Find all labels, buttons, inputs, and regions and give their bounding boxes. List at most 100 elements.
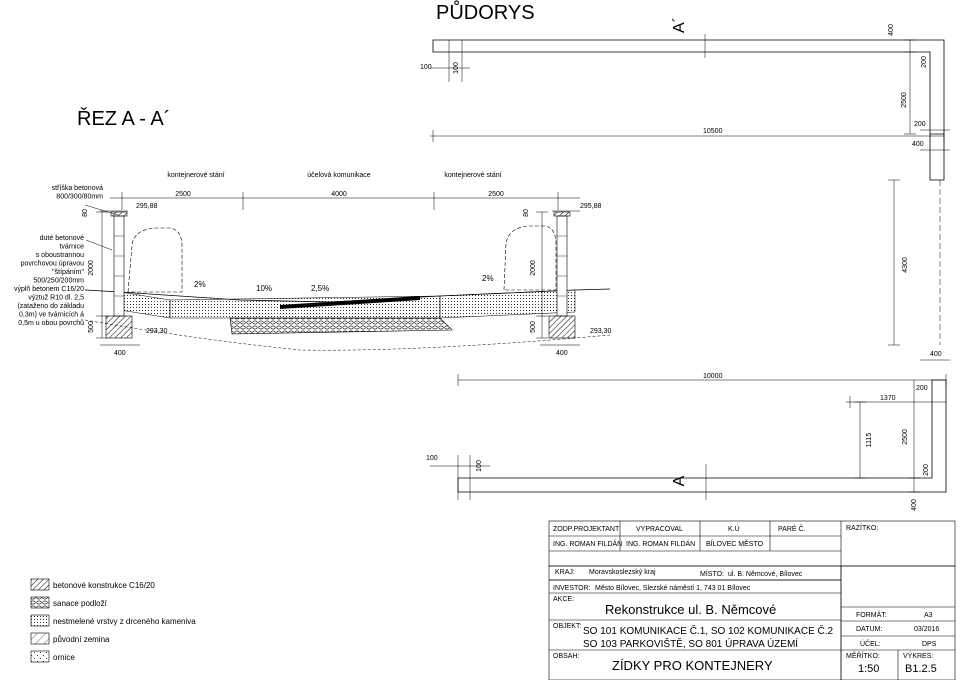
tb-vypracoval-label: VYPRACOVAL <box>636 526 683 533</box>
tb-kraj-value: Moravskoslezský kraj <box>589 569 656 576</box>
legend-swatch <box>30 596 50 609</box>
section-vertical-dims <box>96 211 580 346</box>
dim-plan-1115: 1115 <box>866 433 873 448</box>
tb-investor-value: Město Bílovec, Slezské náměstí 1, 743 01… <box>595 585 751 592</box>
dim-plan-2500-lower: 2500 <box>902 429 909 445</box>
section-marker-top: A´ <box>671 17 688 33</box>
dim-plan-1370: 1370 <box>880 395 896 402</box>
tb-meritko-label: MĚŘÍTKO: <box>846 651 880 660</box>
tb-datum-label: DATUM: <box>856 626 882 633</box>
section-ground-layers <box>84 288 611 351</box>
legend-label: nestmelené vrstvy z drceného kameniva <box>53 617 196 626</box>
section-wall-left <box>105 211 133 339</box>
dim-section-2000-right: 2000 <box>530 260 537 276</box>
tb-obsah-value: ZÍDKY PRO KONTEJNERY <box>612 658 773 673</box>
tb-razitko-label: RAZÍTKO: <box>846 523 878 532</box>
tb-ku-value: BÍLOVEC MĚSTO <box>706 539 764 548</box>
legend-label: sanace podloží <box>53 599 108 608</box>
tb-vypracoval-value: ING. ROMAN FILDÁN <box>626 539 695 548</box>
dim-section-2000-left: 2000 <box>88 260 95 276</box>
tb-kraj-label: KRAJ: <box>555 569 575 576</box>
dim-plan-100-d: 100 <box>476 460 483 472</box>
title-block-text: ZODP.PROJEKTANT VYPRACOVAL K.Ú PARÉ Č. R… <box>553 523 939 675</box>
tb-vykres-value: B1.2.5 <box>905 663 937 675</box>
dim-section-500-left: 500 <box>88 321 95 333</box>
tb-objekt-value-2: SO 103 PARKOVIŠTĚ, SO 801 ÚPRAVA ÚZEMÍ <box>583 637 798 650</box>
dim-plan-200-mid: 200 <box>914 121 926 128</box>
tb-zodp-value: ING. ROMAN FILDÁN <box>553 539 622 548</box>
dim-section-293-right: 293,30 <box>590 328 612 335</box>
legend-swatch <box>30 578 50 591</box>
dim-section-295-right: 295,88 <box>580 203 602 210</box>
tb-vykres-label: VÝKRES: <box>903 651 933 660</box>
section-dimension-chain <box>100 192 580 212</box>
dim-plan-400-bottom: 400 <box>911 499 918 511</box>
tb-zodp-label: ZODP.PROJEKTANT <box>553 526 620 533</box>
dim-section-500-right: 500 <box>530 321 537 333</box>
tb-pare-label: PARÉ Č. <box>778 524 806 533</box>
legend-label: betonové konstrukce C16/20 <box>53 581 155 590</box>
dim-section-80-left: 80 <box>82 209 89 217</box>
dim-plan-400-mid: 400 <box>912 141 924 148</box>
dim-plan-100-b: 100 <box>453 62 460 74</box>
tb-format-value: A3 <box>924 612 933 619</box>
dim-section-400-right: 400 <box>556 350 568 357</box>
tb-misto-value: ul. B. Němcové, Bílovec <box>728 571 803 578</box>
legend-label: ornice <box>53 653 75 662</box>
slope-10: 10% <box>256 284 272 293</box>
tb-akce-value: Rekonstrukce ul. B. Němcové <box>605 602 776 617</box>
slope-2-right: 2% <box>482 274 494 283</box>
legend-swatch <box>30 632 50 645</box>
legend-swatch <box>30 650 50 663</box>
label-parking-left: kontejnerové stání <box>167 172 224 179</box>
dim-section-293-left: 293,30 <box>146 328 168 335</box>
section-wall-right <box>548 211 576 339</box>
dim-plan-400-lower: 400 <box>930 351 942 358</box>
tb-datum-value: 03/2016 <box>914 626 939 633</box>
legend-swatch <box>30 614 50 627</box>
label-road: účelová komunikace <box>307 172 371 179</box>
slope-25: 2,5% <box>311 284 329 293</box>
dim-section-2500-left: 2500 <box>175 191 191 198</box>
dim-plan-2500-upper: 2500 <box>901 92 908 108</box>
plan-wall-upper <box>432 39 945 181</box>
tb-akce-label: AKCE: <box>553 596 574 603</box>
dim-plan-4300: 4300 <box>902 257 909 273</box>
title-block <box>548 520 956 680</box>
dim-plan-200-top-right: 200 <box>921 56 928 68</box>
tb-obsah-label: OBSAH: <box>553 653 580 660</box>
dim-plan-200-bottom: 200 <box>923 464 930 476</box>
slope-2-left: 2% <box>194 280 206 289</box>
dim-section-400-left: 400 <box>114 350 126 357</box>
dim-plan-100-c: 100 <box>426 455 438 462</box>
dim-plan-10000: 10000 <box>703 373 723 380</box>
plan-dimensions-upper <box>430 39 950 346</box>
dim-section-80-right: 80 <box>523 209 530 217</box>
tb-objekt-value-1: SO 101 KOMUNIKACE Č.1, SO 102 KOMUNIKACE… <box>583 624 834 637</box>
dim-plan-400-top: 400 <box>888 24 895 36</box>
plan-title: PŮDORYS <box>436 0 535 24</box>
dim-plan-100-a: 100 <box>420 64 432 71</box>
legend: betonové konstrukce C16/20 sanace podloží… <box>30 578 196 663</box>
container-left <box>127 227 183 293</box>
label-parking-right: kontejnerové stání <box>444 172 501 179</box>
tb-misto-label: MÍSTO: <box>700 569 724 578</box>
tb-objekt-label: OBJEKT: <box>553 623 581 630</box>
legend-label: původní zemina <box>53 635 110 644</box>
tb-format-label: FORMÁT: <box>856 610 887 619</box>
section-title: ŘEZ A - A´ <box>77 107 170 130</box>
plan-dimensions-lower <box>430 359 950 500</box>
tb-ucel-label: ÚČEL: <box>860 639 881 648</box>
tb-ku-label: K.Ú <box>728 524 740 533</box>
tb-meritko-value: 1:50 <box>858 663 879 675</box>
dim-section-295-left: 295,88 <box>136 203 158 210</box>
tb-investor-label: INVESTOR: <box>553 585 591 592</box>
dim-plan-200-lower: 200 <box>916 385 928 392</box>
dim-section-4000: 4000 <box>331 191 347 198</box>
dim-plan-10500: 10500 <box>703 128 723 135</box>
container-right <box>503 225 557 291</box>
tb-ucel-value: DPS <box>922 641 937 648</box>
